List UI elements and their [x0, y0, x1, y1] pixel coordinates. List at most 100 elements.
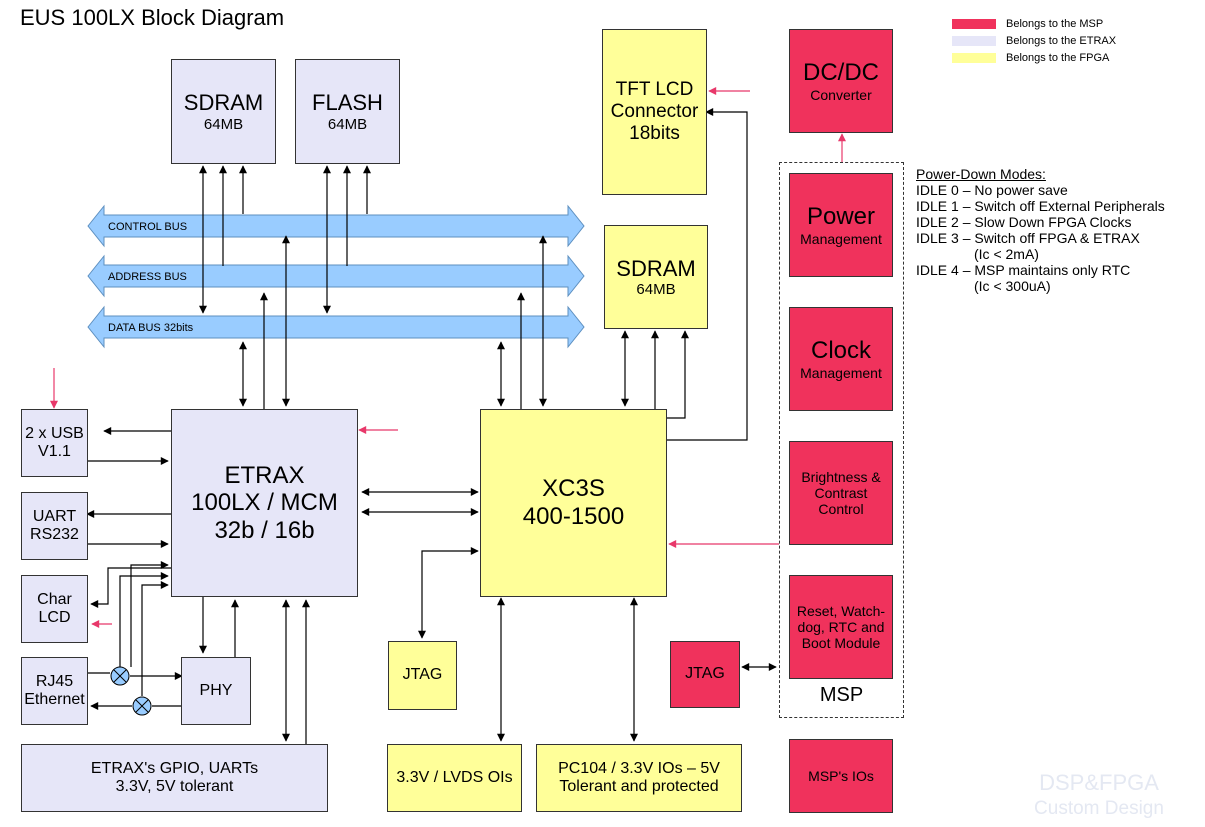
- etrax-block: ETRAX 100LX / MCM 32b / 16b: [171, 409, 358, 597]
- brightness-line1: Brightness &: [801, 468, 881, 485]
- ethernet-transformer-icons: [110, 666, 152, 716]
- power-modes-heading: Power-Down Modes:: [916, 166, 1046, 182]
- fpga-model: 400-1500: [522, 503, 625, 530]
- jtag-msp-block: JTAG: [670, 641, 740, 708]
- dcdc-subtitle: Converter: [810, 86, 872, 103]
- msp-group-border: [779, 162, 904, 718]
- power-mode-idle2: IDLE 2 – Slow Down FPGA Clocks: [916, 214, 1132, 230]
- jtag-msp-title: JTAG: [685, 665, 725, 683]
- legend-label-msp: Belongs to the MSP: [1006, 18, 1104, 30]
- legend-item-etrax: Belongs to the ETRAX: [952, 35, 1116, 47]
- char-lcd-line2: LCD: [38, 609, 71, 626]
- power-mode-idle4: IDLE 4 – MSP maintains only RTC: [916, 262, 1131, 278]
- jtag-fpga-title: JTAG: [402, 666, 443, 684]
- sdram-fpga-block: SDRAM 64MB: [604, 225, 708, 329]
- tft-bits: 18bits: [629, 122, 680, 144]
- brightness-contrast-block: Brightness & Contrast Control: [789, 441, 893, 545]
- pc104-block: PC104 / 3.3V IOs – 5V Tolerant and prote…: [536, 744, 742, 812]
- dcdc-title: DC/DC: [803, 59, 879, 87]
- watermark-line1: DSP&FPGA: [1039, 770, 1159, 795]
- flash-block: FLASH 64MB: [295, 59, 400, 164]
- lvds-title: 3.3V / LVDS OIs: [396, 768, 513, 786]
- gpio-title: ETRAX's GPIO, UARTs: [90, 759, 259, 777]
- power-management-block: Power Management: [789, 173, 893, 277]
- legend-label-etrax: Belongs to the ETRAX: [1006, 35, 1117, 47]
- power-mode-idle3: IDLE 3 – Switch off FPGA & ETRAX: [916, 230, 1140, 246]
- legend-label-fpga: Belongs to the FPGA: [1006, 52, 1110, 64]
- fpga-block: XC3S 400-1500: [480, 409, 667, 597]
- etrax-width: 32b / 16b: [214, 516, 315, 544]
- power-title: Power: [806, 203, 876, 231]
- watermark: DSP&FPGA Custom Design: [1024, 770, 1174, 822]
- address-bus-label: ADDRESS BUS: [108, 271, 187, 283]
- gpio-subtitle: 3.3V, 5V tolerant: [115, 778, 234, 795]
- pc104-subtitle: Tolerant and protected: [559, 778, 719, 795]
- reset-line1: Reset, Watch-: [796, 602, 886, 619]
- etrax-model: 100LX / MCM: [191, 489, 338, 517]
- rj45-block: RJ45 Ethernet: [21, 657, 88, 725]
- power-mode-idle0: IDLE 0 – No power save: [916, 182, 1068, 198]
- rj45-title: RJ45: [35, 672, 74, 690]
- power-mode-idle3-note: (Ic < 2mA): [974, 246, 1039, 262]
- reset-line3: Boot Module: [801, 635, 881, 652]
- uart-standard: RS232: [30, 526, 79, 543]
- tft-lcd-block: TFT LCD Connector 18bits: [602, 29, 707, 195]
- page-title: EUS 100LX Block Diagram: [20, 5, 285, 30]
- legend-item-msp: Belongs to the MSP: [952, 18, 1103, 30]
- flash-size: 64MB: [327, 115, 368, 133]
- msp-control-arrows: [50, 87, 846, 628]
- brightness-line3: Control: [818, 501, 864, 518]
- data-bus: DATA BUS 32bits: [87, 305, 585, 349]
- watermark-line2: Custom Design: [1034, 798, 1164, 819]
- legend-item-fpga: Belongs to the FPGA: [952, 52, 1109, 64]
- tft-connector: Connector: [610, 101, 699, 123]
- phy-title: PHY: [199, 681, 233, 699]
- clock-subtitle: Management: [800, 364, 882, 381]
- fpga-title: XC3S: [542, 475, 605, 503]
- usb-block: 2 x USB V1.1: [21, 409, 88, 477]
- bus-connections: [86, 108, 777, 746]
- reset-line2: dog, RTC and: [797, 618, 885, 635]
- brightness-line2: Contrast: [814, 484, 868, 501]
- legend-swatch-etrax: [952, 36, 996, 46]
- usb-title: 2 x USB: [25, 424, 84, 442]
- jtag-fpga-block: JTAG: [388, 641, 457, 710]
- reset-watchdog-block: Reset, Watch- dog, RTC and Boot Module: [789, 575, 893, 679]
- gpio-block: ETRAX's GPIO, UARTs 3.3V, 5V tolerant: [21, 744, 328, 812]
- control-bus-label: CONTROL BUS: [108, 221, 187, 233]
- control-bus: CONTROL BUS: [87, 204, 585, 248]
- etrax-title: ETRAX: [224, 461, 305, 489]
- power-subtitle: Management: [800, 230, 882, 247]
- msp-group-label: MSP: [819, 684, 864, 706]
- address-bus: ADDRESS BUS: [87, 254, 585, 298]
- uart-block: UART RS232: [21, 492, 88, 560]
- data-bus-label: DATA BUS 32bits: [108, 322, 194, 334]
- legend-swatch-fpga: [952, 53, 996, 63]
- power-mode-idle4-note: (Ic < 300uA): [974, 278, 1051, 294]
- usb-version: V1.1: [38, 443, 71, 460]
- sdram-etrax-title: SDRAM: [183, 90, 264, 116]
- clock-management-block: Clock Management: [789, 307, 893, 411]
- legend-swatch-msp: [952, 19, 996, 29]
- phy-block: PHY: [181, 657, 251, 725]
- char-lcd-block: Char LCD: [21, 575, 88, 643]
- msp-ios-block: MSP's IOs: [789, 739, 893, 813]
- sdram-fpga-size: 64MB: [636, 281, 676, 299]
- power-down-modes: Power-Down Modes: IDLE 0 – No power save…: [916, 166, 1165, 294]
- dcdc-block: DC/DC Converter: [789, 29, 893, 133]
- tft-title: TFT LCD: [615, 79, 694, 101]
- sdram-etrax-block: SDRAM 64MB: [171, 59, 276, 164]
- uart-title: UART: [32, 507, 77, 525]
- pc104-title: PC104 / 3.3V IOs – 5V: [558, 759, 720, 777]
- char-lcd-line1: Char: [37, 590, 72, 608]
- rj45-subtitle: Ethernet: [24, 691, 85, 708]
- sdram-fpga-title: SDRAM: [616, 255, 696, 281]
- msp-ios-title: MSP's IOs: [808, 767, 874, 784]
- sdram-etrax-size: 64MB: [203, 115, 244, 133]
- power-mode-idle1: IDLE 1 – Switch off External Peripherals: [916, 198, 1165, 214]
- lvds-block: 3.3V / LVDS OIs: [387, 744, 522, 812]
- flash-title: FLASH: [312, 90, 383, 116]
- clock-title: Clock: [810, 337, 871, 365]
